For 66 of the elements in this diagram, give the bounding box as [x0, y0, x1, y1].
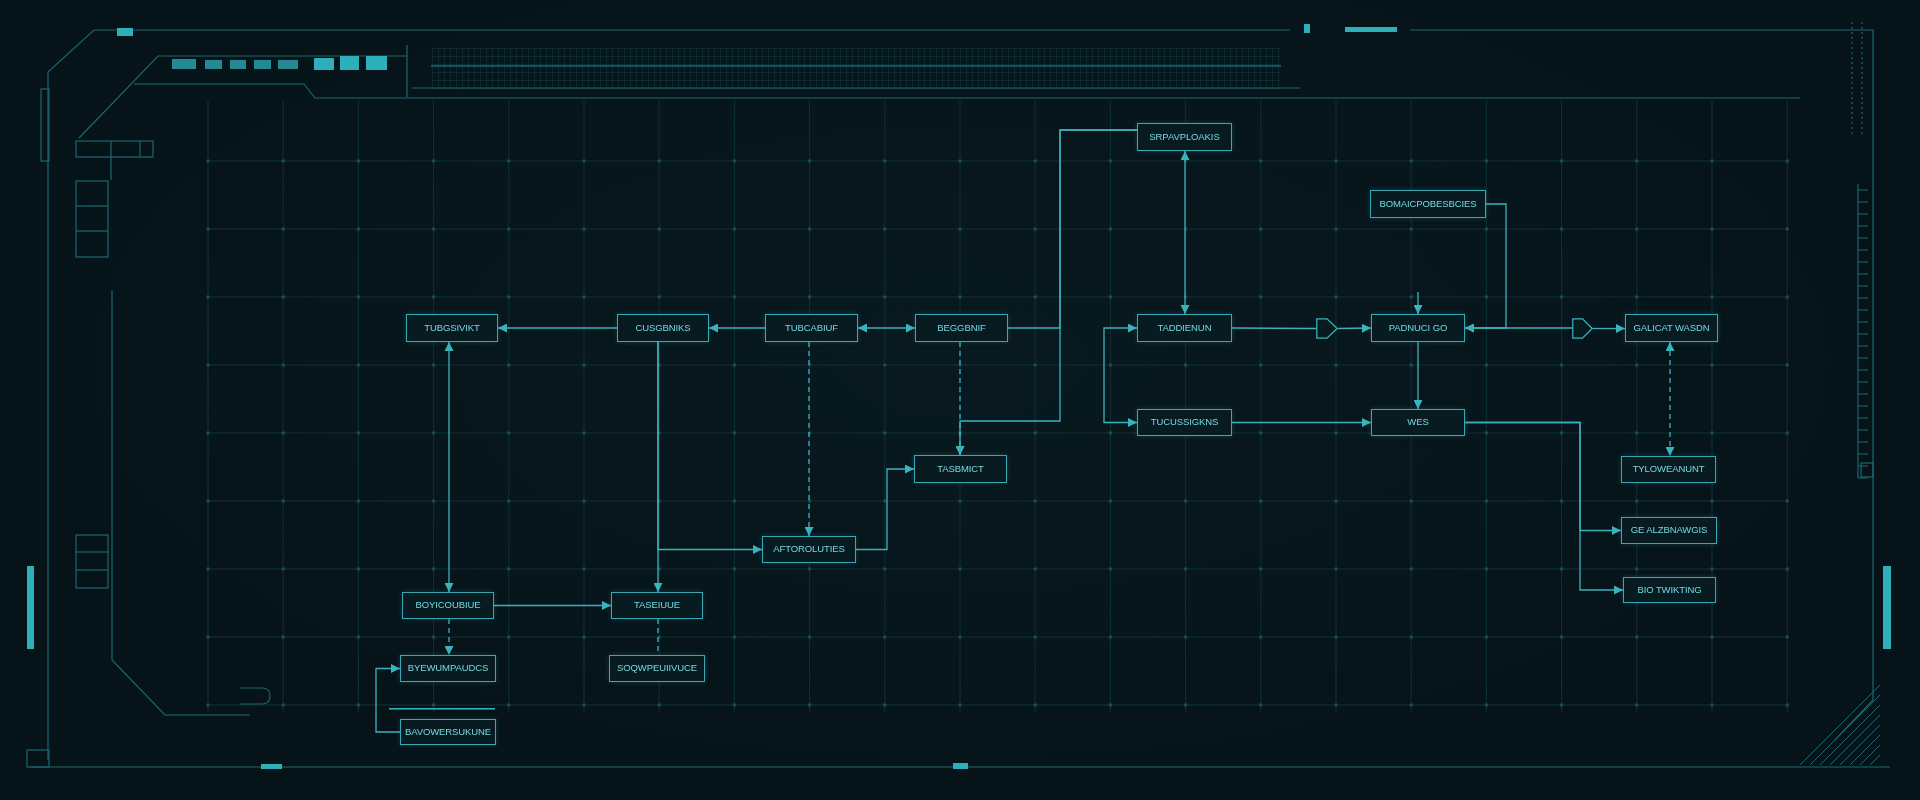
- process-box: [1371, 314, 1465, 342]
- box-label: WES: [1407, 417, 1429, 428]
- box-label: GE ALZBNAWGIS: [1630, 525, 1708, 536]
- arrow: [1231, 418, 1372, 427]
- process-box: [765, 314, 858, 342]
- box-label: AFTOROLUTIES: [773, 544, 845, 555]
- arrow: [1592, 324, 1626, 333]
- box-label: TASEIUUE: [634, 600, 680, 611]
- arrow: [804, 341, 814, 537]
- logic-gate-symbol: [1316, 318, 1338, 339]
- box-label: TADDIENUN: [1157, 322, 1212, 334]
- process-box: [611, 592, 703, 619]
- process-box: [1137, 409, 1232, 436]
- process-box: [1137, 314, 1232, 342]
- box-label: BEGGBNIF: [937, 322, 986, 334]
- logic-gate-symbol: [1572, 318, 1593, 339]
- process-box: [1371, 409, 1465, 436]
- arrow: [708, 323, 766, 333]
- box-label: SRPAVPLOAKIS: [1149, 131, 1220, 143]
- box-label: CUSGBNIKS: [635, 322, 691, 334]
- arrow: [1103, 323, 1138, 427]
- box-label: TUCUSSIGKNS: [1150, 417, 1219, 428]
- arrow: [444, 618, 454, 656]
- arrow: [493, 601, 612, 610]
- process-box: [402, 592, 494, 619]
- process-box: [762, 536, 856, 563]
- process-box: [406, 314, 498, 342]
- process-box: [1625, 314, 1718, 342]
- arrow: [444, 341, 454, 593]
- connector-line: [1231, 327, 1317, 330]
- box-label: BIO TWIKTING: [1637, 584, 1702, 596]
- process-box: [914, 455, 1007, 483]
- arrow: [497, 323, 618, 333]
- box-label: BAVOWERSUKUNE: [404, 726, 492, 738]
- box-label: TUBCABIUF: [785, 322, 838, 334]
- box-label: TUBGSIVIKT: [424, 322, 480, 334]
- box-label: TYLOWEANUNT: [1632, 464, 1705, 475]
- process-box: [609, 655, 705, 682]
- process-box: [617, 314, 709, 342]
- arrow: [1413, 291, 1423, 315]
- arrow: [1464, 323, 1573, 333]
- box-label: BOYICOUBIUE: [415, 600, 481, 611]
- box-label: SOQWPEUIIVUCE: [617, 663, 697, 674]
- process-box: [1137, 123, 1232, 151]
- box-label: PADNUCI GO: [1388, 322, 1448, 334]
- box-label: BYEWUMPAUDCS: [407, 663, 489, 674]
- arrow: [1180, 150, 1190, 315]
- box-label: BOMAICPOBESBCIES: [1379, 198, 1477, 210]
- arrow: [657, 341, 763, 554]
- arrow: [1665, 341, 1675, 457]
- arrow: [857, 323, 916, 333]
- box-label: GALICAT WASDN: [1633, 322, 1710, 334]
- process-box: [1623, 577, 1716, 603]
- arrow: [1464, 421, 1624, 595]
- process-box: [915, 314, 1008, 342]
- process-box: [400, 719, 496, 745]
- process-box: [400, 655, 496, 682]
- box-label: TASBMICT: [937, 463, 984, 475]
- arrow: [375, 664, 401, 733]
- process-box: [1621, 456, 1716, 483]
- arrow: [1337, 323, 1372, 333]
- arrow: [855, 464, 915, 551]
- process-box: [1370, 190, 1486, 218]
- arrow: [1413, 341, 1423, 410]
- process-box: [1621, 517, 1717, 544]
- arrow: [955, 129, 1138, 456]
